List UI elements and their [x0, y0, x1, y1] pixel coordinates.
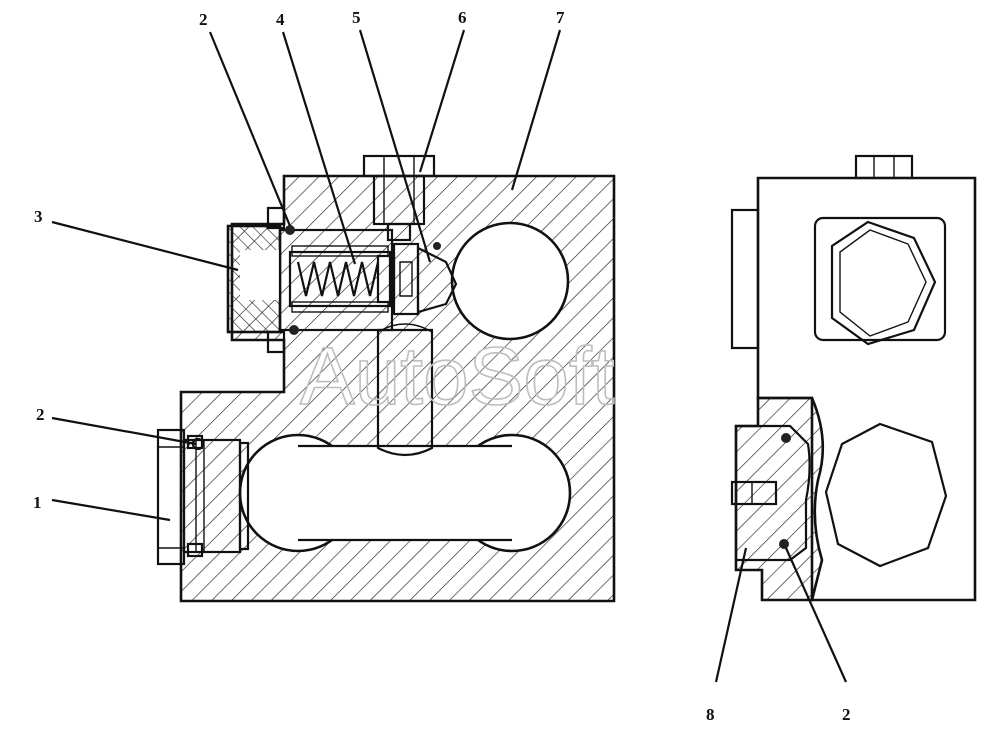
plug-1 [156, 428, 250, 566]
side-view [730, 154, 977, 602]
vertical-passage [376, 328, 434, 457]
lower-channel [298, 446, 512, 540]
hex-bolt-upper [830, 220, 937, 346]
bore-upper [450, 221, 570, 341]
callout-5: 5 [352, 8, 361, 27]
seal-lower [289, 325, 299, 335]
callout-6: 6 [458, 8, 467, 27]
spring-chamber [278, 228, 396, 332]
watermark: AutoSoft [300, 331, 615, 422]
broken-section [734, 396, 825, 602]
seal-upper [285, 225, 295, 235]
callout-4: 4 [276, 10, 285, 29]
callout-3: 3 [34, 207, 43, 226]
callout-2-right: 2 [842, 705, 851, 724]
plug-8 [734, 424, 811, 562]
callout-2-top: 2 [199, 10, 208, 29]
callout-7: 7 [556, 8, 565, 27]
cap-nut-3 [226, 206, 286, 354]
side-boss [730, 208, 760, 350]
callout-8: 8 [706, 705, 715, 724]
section-view [156, 154, 616, 603]
spring-4 [296, 261, 380, 297]
callout-1: 1 [33, 493, 42, 512]
seal-side-upper [781, 433, 791, 443]
poppet-5 [392, 242, 458, 316]
callout-labels: 2 4 5 6 7 3 2 1 8 2 [33, 8, 851, 724]
callout-2-left: 2 [36, 405, 45, 424]
leader-lines [51, 29, 848, 683]
hex-bolt-lower [824, 422, 948, 568]
seal-side-lower [779, 539, 789, 549]
